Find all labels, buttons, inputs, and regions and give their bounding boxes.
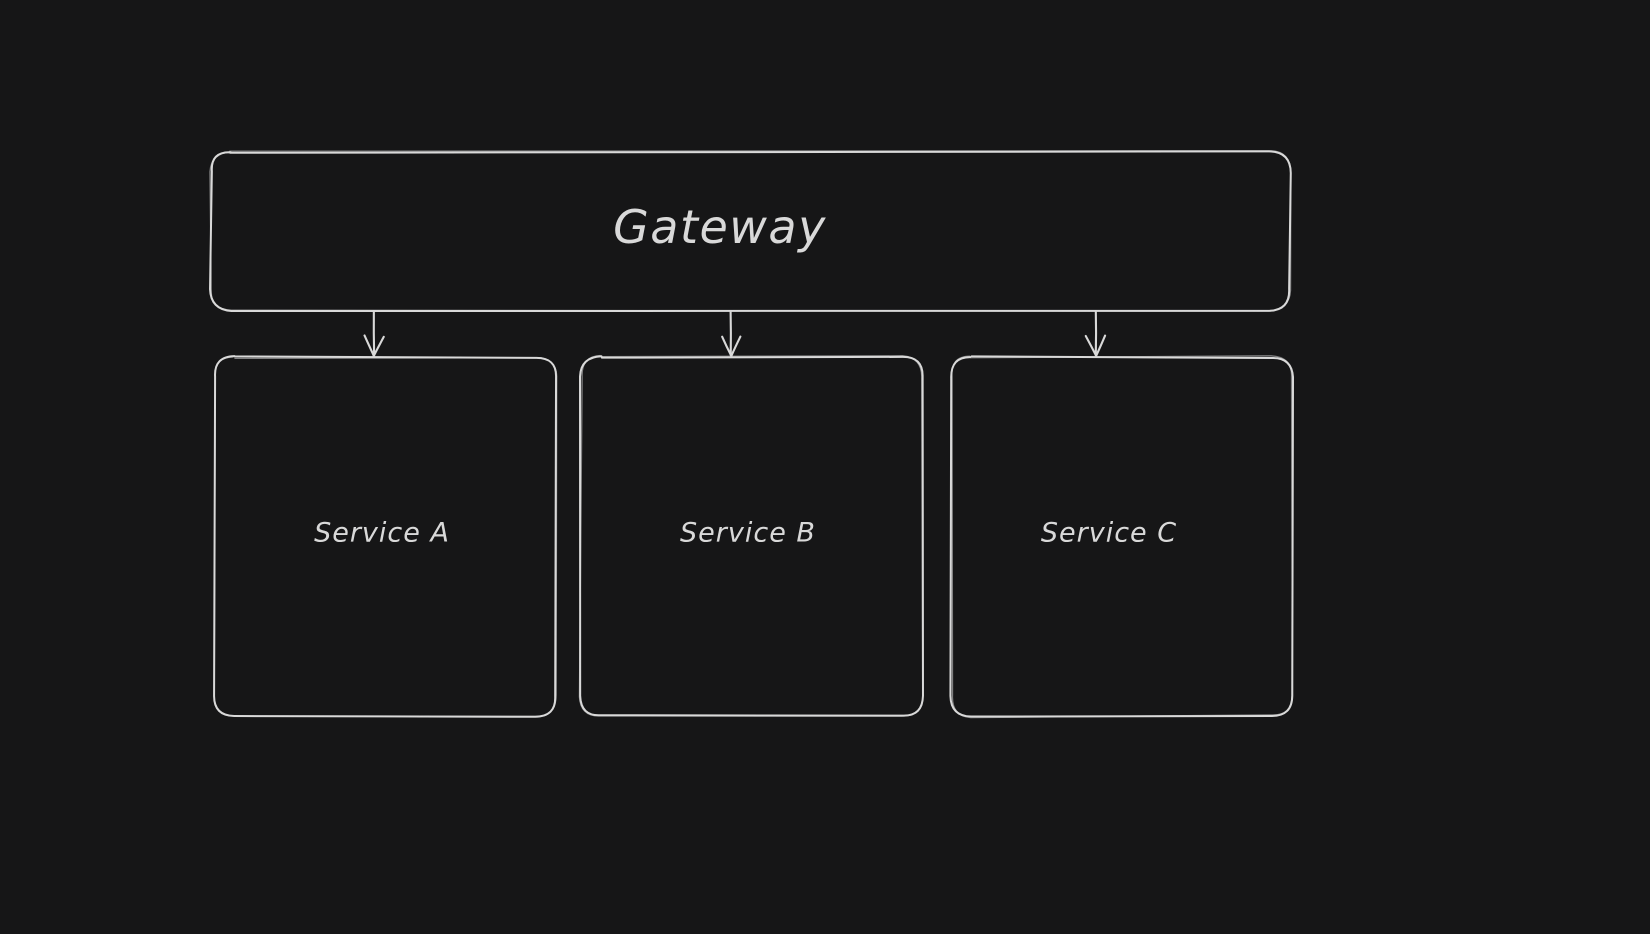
node-label-service-b: Service B <box>680 517 816 549</box>
node-box-gateway-sketch-pass <box>209 150 1292 312</box>
connector-gateway-to-service-a-head-left <box>363 334 375 358</box>
connector-gateway-to-service-c-head-left <box>1084 334 1098 358</box>
connector-gateway-to-service-b-head-right <box>730 335 742 358</box>
node-box-service-a-sketch-pass <box>213 356 558 717</box>
node-box-service-b-sketch-pass <box>578 354 924 717</box>
node-box-service-c-sketch-pass <box>951 355 1294 719</box>
node-label-gateway: Gateway <box>613 200 827 254</box>
connector-gateway-to-service-b-head-left <box>721 335 733 358</box>
node-label-service-a: Service A <box>314 517 450 549</box>
connector-gateway-to-service-a-head-right <box>372 335 385 358</box>
node-label-service-c: Service C <box>1040 517 1178 549</box>
connector-gateway-to-service-c-head-right <box>1094 334 1107 358</box>
